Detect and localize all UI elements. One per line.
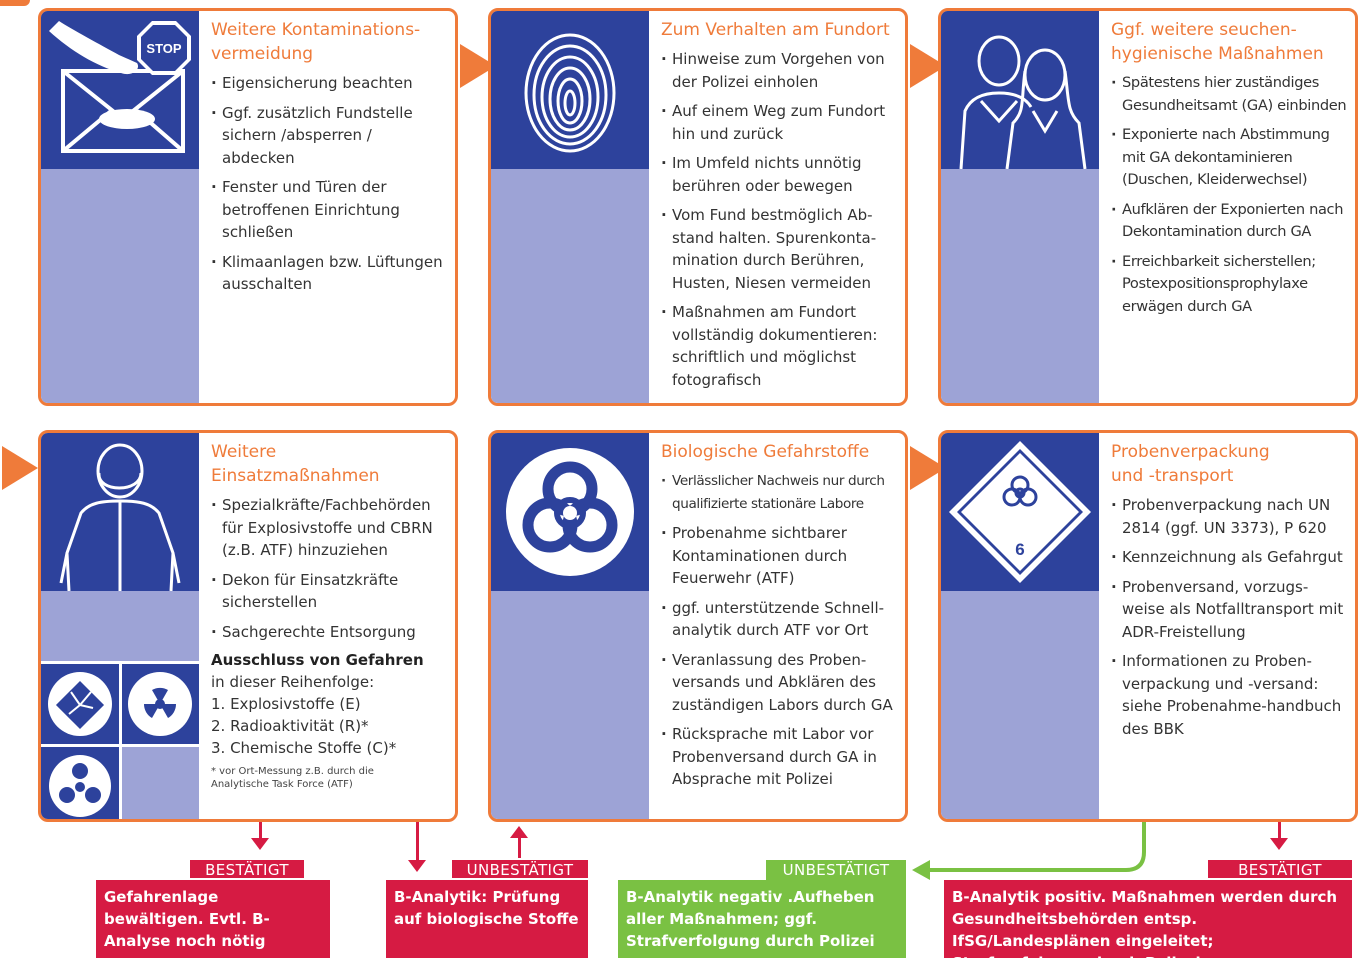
status-badge-unconfirmed: UNBESTÄTIGT: [766, 860, 906, 880]
radioactive-icon: [128, 672, 192, 736]
exclusion-intro: in dieser Reihenfolge:: [211, 673, 375, 691]
hazard-grid-spacer: [41, 744, 199, 747]
list-item: Probenverpackung nach UN 2814 (ggf. UN 3…: [1111, 494, 1349, 539]
icon-panel: [491, 11, 649, 169]
list-item: Aufklären der Exponierten nach Dekontami…: [1111, 199, 1349, 244]
card-biologische-gefahrstoffe: Biologische Gefahrstoffe Verlässlicher N…: [488, 430, 908, 822]
biohazard-icon: [506, 448, 634, 576]
list-item: Spätestens hier zuständiges Gesundheitsa…: [1111, 72, 1349, 117]
list-item: Informationen zu Proben-verpackung und -…: [1111, 650, 1349, 740]
card-title: Probenverpackung und -transport: [1111, 442, 1270, 486]
icon-panel: [41, 433, 199, 591]
status-badge-confirmed: BESTÄTIGT: [1208, 858, 1352, 879]
arrow-down-icon: [1270, 838, 1288, 850]
lavender-panel: [41, 591, 199, 661]
diamond-number: 6: [1015, 540, 1024, 559]
list-item: Hinweise zum Vorgehen von der Polizei ei…: [661, 48, 899, 93]
partial-top-glyph: [0, 0, 30, 6]
list-item: Ggf. zusätzlich Fundstelle sichern /absp…: [211, 102, 449, 170]
hazard-cell-chemical: [41, 747, 119, 819]
card-title: Weitere Einsatzmaßnahmen: [211, 442, 380, 486]
list-item: Im Umfeld nichts unnötig berühren oder b…: [661, 152, 899, 197]
list-item: Dekon für Einsatzkräfte sicherstellen: [211, 569, 449, 614]
list-item: Eigensicherung beachten: [211, 72, 449, 95]
flow-arrow-3: [2, 446, 38, 490]
connector-up: [518, 838, 521, 858]
stop-sign-label: STOP: [146, 41, 181, 56]
list-item: Rücksprache mit Labor vor Probenversand …: [661, 723, 899, 791]
list-item: Probenversand, vorzugs-weise als Notfall…: [1111, 576, 1349, 644]
list-item: Exponierte nach Abstimmung mit GA dekont…: [1111, 124, 1349, 192]
connector-unconfirmed-1: [416, 822, 419, 862]
arrow-up-icon: [510, 826, 528, 838]
list-item: ggf. unterstützende Schnell-analytik dur…: [661, 597, 899, 642]
list-item: Erreichbarkeit sicherstellen; Postexposi…: [1111, 251, 1349, 319]
list-item: Maßnahmen am Fundort vollständig dokumen…: [661, 301, 899, 391]
icon-panel: STOP: [41, 11, 199, 169]
arrow-down-icon: [408, 860, 426, 872]
card-verhalten-fundort: Zum Verhalten am Fundort Hinweise zum Vo…: [488, 8, 908, 406]
list-item: Fenster und Türen der betroffenen Einric…: [211, 176, 449, 244]
exclusion-item: 3. Chemische Stoffe (C)*: [211, 739, 397, 757]
footnote: * vor Ort-Messung z.B. durch die Analyti…: [211, 766, 374, 790]
outcome-box: B-Analytik positiv. Maßnahmen werden dur…: [944, 880, 1352, 972]
green-return-arrow: [912, 822, 1146, 880]
hazard-grid-spacer: [41, 661, 199, 664]
icon-panel: 6: [941, 433, 1099, 591]
protective-suit-icon: [59, 443, 181, 591]
exclusion-heading: Ausschluss von Gefahren: [211, 651, 424, 669]
icon-panel: [941, 11, 1099, 169]
list-item: Spezialkräfte/Fachbehörden für Explosivs…: [211, 494, 449, 562]
hazard-cell-radioactive: [122, 664, 199, 744]
connector-confirmed-1: [259, 822, 262, 840]
card-title: Zum Verhalten am Fundort: [661, 20, 890, 40]
stop-sign-icon: STOP: [137, 21, 191, 75]
explosive-icon: [48, 672, 112, 736]
list-item: Probenahme sichtbarer Kontaminationen du…: [661, 522, 899, 590]
list-item: Kennzeichnung als Gefahrgut: [1111, 546, 1349, 569]
icon-panel: [491, 433, 649, 591]
list-item: Klimaanlagen bzw. Lüftungen ausschalten: [211, 251, 449, 296]
people-icon: [959, 35, 1087, 169]
lavender-panel: [122, 747, 199, 819]
card-seuchenhygiene: Ggf. weitere seuchen-hygienische Maßnahm…: [938, 8, 1358, 406]
outcome-box: B-Analytik negativ .Aufheben aller Maßna…: [618, 880, 906, 958]
arrow-down-icon: [251, 838, 269, 850]
list-item: Veranlassung des Proben-versands und Abk…: [661, 649, 899, 717]
card-title: Ggf. weitere seuchen-hygienische Maßnahm…: [1111, 20, 1324, 64]
list-item: Sachgerechte Entsorgung: [211, 621, 449, 644]
card-kontaminationsvermeidung: STOP Weitere Kontaminations-vermeidung E…: [38, 8, 458, 406]
connector-confirmed-2: [1278, 822, 1281, 840]
card-einsatzmassnahmen: Weitere Einsatzmaßnahmen Spezialkräfte/F…: [38, 430, 458, 822]
status-badge-confirmed: BESTÄTIGT: [190, 858, 304, 879]
exclusion-item: 2. Radioaktivität (R)*: [211, 717, 369, 735]
chemical-icon: [49, 755, 111, 817]
hazard-grid-divider: [119, 664, 122, 819]
card-probenverpackung: 6 Probenverpackung und -transport Proben…: [938, 430, 1358, 822]
hazard-cell-explosive: [41, 664, 119, 744]
fingerprint-icon: [524, 33, 616, 153]
list-item: Verlässlicher Nachweis nur durch qualifi…: [661, 470, 899, 515]
list-item: Vom Fund bestmöglich Ab-stand halten. Sp…: [661, 204, 899, 294]
card-title: Biologische Gefahrstoffe: [661, 442, 870, 462]
exclusion-item: 1. Explosivstoffe (E): [211, 695, 361, 713]
card-title: Weitere Kontaminations-vermeidung: [211, 20, 421, 64]
list-item: Auf einem Weg zum Fundort hin und zurück: [661, 100, 899, 145]
dangerous-goods-class6-icon: 6: [949, 441, 1091, 583]
status-badge-unconfirmed: UNBESTÄTIGT: [452, 858, 588, 879]
envelope-hand-icon: [49, 21, 185, 153]
outcome-box: B-Analytik: Prüfung auf biologische Stof…: [386, 880, 588, 958]
outcome-box: Gefahrenlage bewältigen. Evtl. B-Analyse…: [96, 880, 330, 958]
